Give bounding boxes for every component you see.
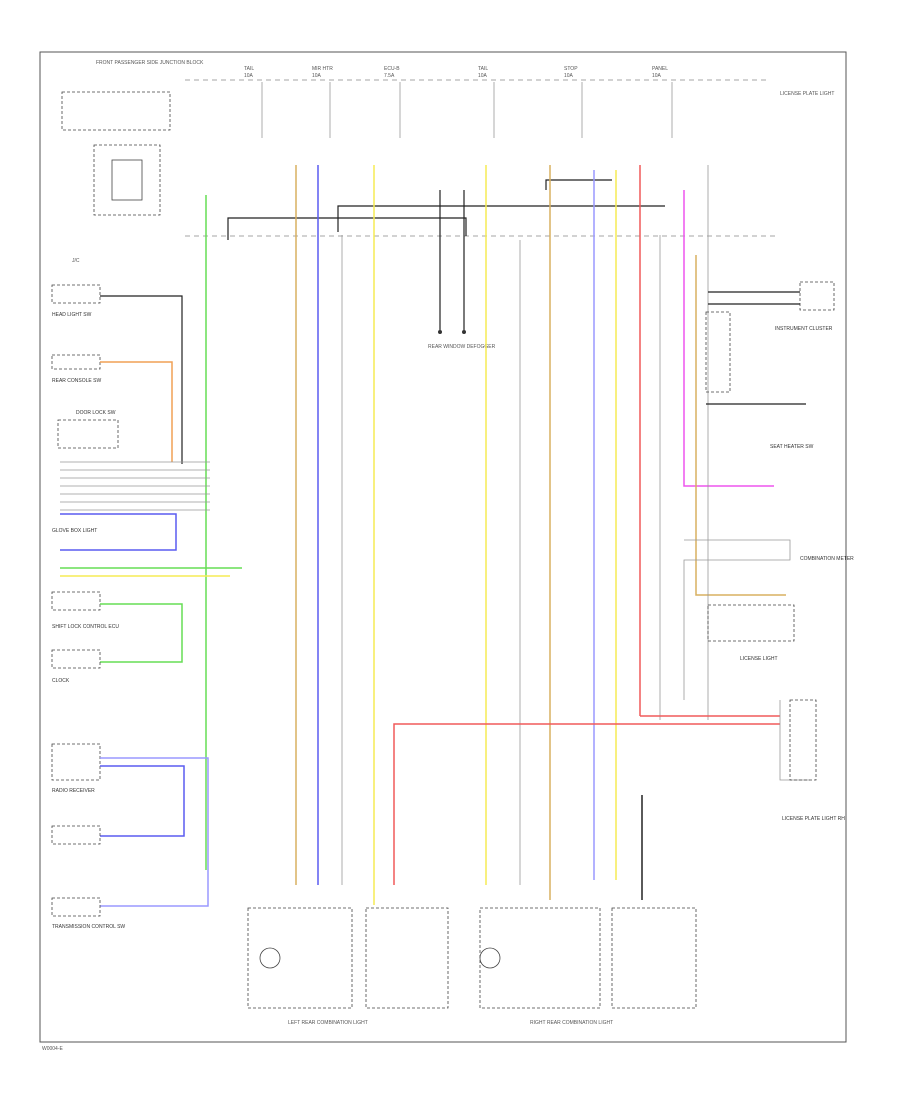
left-rear-combination-light-label: LEFT REAR COMBINATION LIGHT (288, 1020, 368, 1026)
right-components: INSTRUMENT CLUSTER SEAT HEATER SW COMBIN… (683, 281, 854, 822)
wire-harness (205, 165, 786, 905)
license-light-box (707, 604, 795, 642)
diagram-frame (39, 51, 847, 1043)
left-components: HEAD LIGHT SW REAR CONSOLE SW DOOR LOCK … (51, 284, 242, 930)
right-rear-combination-light-label: RIGHT REAR COMBINATION LIGHT (530, 1020, 613, 1026)
radio-receiver-label: RADIO RECEIVER (52, 788, 95, 794)
rear-window-defogger-note: REAR WINDOW DEFOGGER (428, 330, 496, 350)
license-plate-light-rh-label: LICENSE PLATE LIGHT RH (782, 816, 845, 822)
fuse-rating-2: 10A (312, 73, 322, 79)
fuse-label-4: TAIL (478, 66, 488, 72)
bulb-icon (259, 947, 281, 969)
red-harness (393, 715, 780, 900)
fuse-rating-6: 10A (652, 73, 662, 79)
clock-box (51, 649, 101, 669)
multi-wire-bundle (60, 461, 242, 577)
wire-pink (683, 190, 774, 487)
door-lock-sw-box (57, 419, 119, 449)
relay-coil (111, 159, 143, 201)
trans-sw-box-2 (51, 897, 101, 917)
rear-console-sw-box (51, 354, 101, 370)
wire-tan-3 (695, 255, 786, 596)
seat-heater-sw-label: SEAT HEATER SW (770, 444, 814, 450)
right-rear-light-box-2 (611, 907, 697, 1009)
rear-combination-lights: LEFT REAR COMBINATION LIGHT RIGHT REAR C… (247, 907, 697, 1026)
instrument-cluster-connector (799, 281, 835, 311)
license-light-label: LICENSE LIGHT (740, 656, 778, 662)
shift-lock-ecu-label: SHIFT LOCK CONTROL ECU (52, 624, 119, 630)
left-rear-light-box-2 (365, 907, 449, 1009)
fuse-label-5: STOP (564, 66, 578, 72)
left-rear-light-box-1 (247, 907, 353, 1009)
fuse-labels: TAIL 10A MIR HTR 10A ECU-B 7.5A TAIL 10A… (244, 66, 668, 79)
right-rear-light-box-1 (479, 907, 601, 1009)
license-plate-light-label: LICENSE PLATE LIGHT (780, 91, 834, 97)
fuse-label-1: TAIL (244, 66, 254, 72)
door-lock-sw-label: DOOR LOCK SW (76, 410, 116, 416)
shift-lock-ecu-box (51, 591, 101, 611)
junction-block-label: FRONT PASSENGER SIDE JUNCTION BLOCK (96, 60, 204, 66)
head-light-sw-box (51, 284, 101, 304)
fuse-drops (261, 82, 673, 138)
fuse-rating-3: 7.5A (384, 73, 395, 79)
combination-meter-label: COMBINATION METER (800, 556, 854, 562)
transmission-control-sw-label: TRANSMISSION CONTROL SW (52, 924, 125, 930)
fuse-rating-4: 10A (478, 73, 488, 79)
page-id: W0004-E (42, 1046, 64, 1052)
glove-box-light-label: GLOVE BOX LIGHT (52, 528, 97, 534)
trans-sw-box-1 (51, 825, 101, 845)
ground-label: J/C (72, 258, 80, 264)
relay-box (93, 144, 161, 216)
rear-console-sw-label: REAR CONSOLE SW (52, 378, 101, 384)
junction-block-outline (61, 91, 171, 131)
fuse-label-3: ECU-B (384, 66, 400, 72)
clock-label: CLOCK (52, 678, 70, 684)
bulb-icon-2 (479, 947, 501, 969)
fuse-rating-5: 10A (564, 73, 574, 79)
fuse-label-2: MIR HTR (312, 66, 333, 72)
fuse-rating-1: 10A (244, 73, 254, 79)
instrument-cluster-label: INSTRUMENT CLUSTER (775, 326, 833, 332)
combination-meter-box (705, 311, 731, 393)
radio-receiver-box (51, 743, 101, 781)
rear-window-defogger-label: REAR WINDOW DEFOGGER (428, 344, 496, 350)
head-light-sw-label: HEAD LIGHT SW (52, 312, 92, 318)
license-plate-light-rh-box (789, 699, 817, 781)
fuse-label-6: PANEL (652, 66, 668, 72)
ground-bus (227, 179, 665, 330)
